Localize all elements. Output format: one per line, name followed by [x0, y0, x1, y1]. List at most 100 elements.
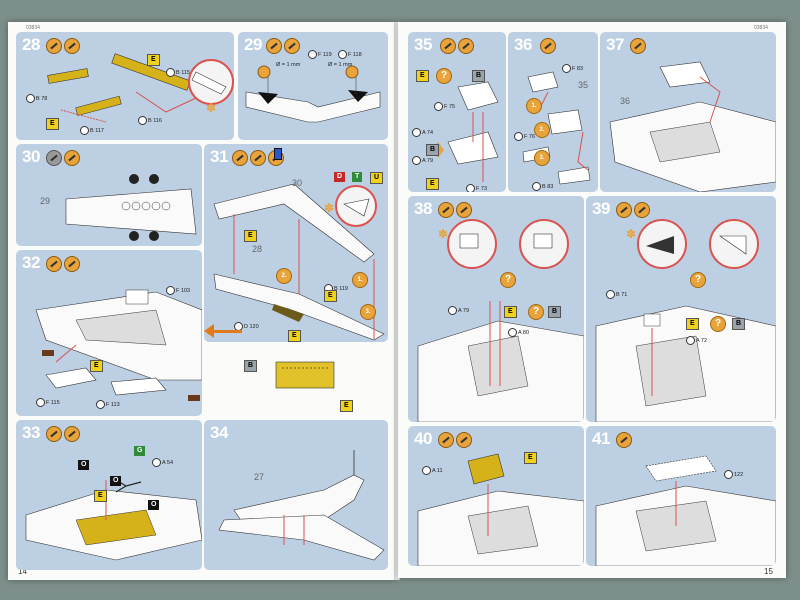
decal-e-tag: E — [244, 230, 257, 242]
tool-icons — [438, 202, 472, 218]
question-icon: ? — [710, 316, 726, 332]
svg-text:✽: ✽ — [438, 227, 448, 241]
right-page: 03834 15 35 E ? B F 75 A 74 B A 79 F 73 … — [398, 22, 786, 578]
part-number: 36 — [620, 96, 631, 106]
part-callout: B 71 — [606, 290, 627, 299]
svg-text:✽: ✽ — [324, 201, 334, 215]
decal-d-tag: D — [334, 172, 346, 182]
tool-icons — [630, 38, 646, 54]
step-29-panel: 29 Ø = 1 mm Ø = 1 mm F 119 F 118 — [238, 32, 388, 140]
decal-e-tag: E — [686, 318, 699, 330]
step-number: 32 — [22, 253, 40, 272]
glue-icon — [438, 202, 454, 218]
step-35-drawing — [432, 81, 499, 182]
part-callout: F 115 — [36, 398, 60, 407]
step-31-panel: 31 ✽ D T U 30 28 E 1. 2. 3. E D 120 B 11… — [204, 144, 388, 342]
step-36-drawing — [522, 71, 591, 185]
glue-icon — [630, 38, 646, 54]
step-28-panel: 28 ✽ E B 115 B 78 E B 116 B 117 — [16, 32, 234, 140]
part-callout: F 103 — [166, 286, 190, 295]
paint-icon — [46, 150, 62, 166]
decal-b-tag: B — [548, 306, 562, 318]
knife-icon — [458, 38, 474, 54]
decal-u-tag: U — [370, 172, 384, 184]
glue-icon — [46, 38, 62, 54]
decal-e-tag: E — [147, 54, 160, 66]
part-callout: F 119 — [308, 50, 332, 59]
part-callout: A 74 — [412, 128, 433, 137]
glue-icon — [616, 202, 632, 218]
step-30-drawing — [65, 174, 197, 241]
step-34-drawing — [218, 450, 385, 561]
part-callout: F 76 — [514, 132, 535, 141]
step-33-drawing — [25, 479, 202, 561]
decal-b-tag: B — [244, 360, 258, 372]
knife-icon — [456, 202, 472, 218]
glue-icon — [64, 150, 80, 166]
part-number: 28 — [252, 244, 263, 254]
step-number: 33 — [22, 423, 40, 442]
knife-icon — [250, 150, 266, 166]
step-order-2: 2. — [534, 122, 550, 138]
decal-t-tag: T — [352, 172, 363, 182]
glue-icon — [266, 38, 282, 54]
step-number: 37 — [606, 35, 624, 54]
decal-e-tag: E — [340, 400, 353, 412]
tool-icons — [616, 432, 632, 448]
page-number: 15 — [764, 567, 773, 576]
part-callout: B 115 — [166, 68, 190, 77]
svg-text:✽: ✽ — [626, 227, 636, 241]
step-order-3: 3. — [360, 304, 376, 320]
question-icon: ? — [436, 68, 452, 84]
part-callout: A 80 — [508, 328, 529, 337]
step-39-panel: 39 ✽ ? B 71 E ? B A 72 — [586, 196, 776, 422]
drill-icon — [284, 38, 300, 54]
part-callout: A 72 — [686, 336, 707, 345]
tool-icons — [46, 426, 80, 442]
glue-icon — [616, 432, 632, 448]
part-callout: D 120 — [234, 322, 259, 331]
decal-o-tag: O — [148, 500, 160, 510]
decal-e-tag: E — [504, 306, 517, 318]
decal-g-tag: G — [134, 446, 146, 456]
page-number: 14 — [18, 567, 27, 576]
step-number: 28 — [22, 35, 40, 54]
question-icon: ? — [690, 272, 706, 288]
drill-size: Ø = 1 mm — [276, 62, 301, 68]
part-callout: B 83 — [532, 182, 553, 191]
part-callout: F 73 — [466, 184, 487, 192]
knife-icon — [64, 426, 80, 442]
part-callout: F 83 — [562, 64, 583, 73]
decal-e-tag: E — [426, 178, 439, 190]
book-gutter — [394, 22, 400, 580]
decal-e-tag: E — [324, 290, 337, 302]
glue-icon — [46, 256, 62, 272]
decal-e-tag: E — [416, 70, 429, 82]
decal-o-tag: O — [110, 476, 122, 486]
step-number: 39 — [592, 199, 610, 218]
decal-e-tag: E — [90, 360, 103, 372]
tool-icons — [266, 38, 300, 54]
step-number: 38 — [414, 199, 432, 218]
part-number: 35 — [578, 80, 589, 90]
part-callout: B 119 — [324, 284, 348, 293]
tool-icons — [46, 256, 80, 272]
step-number: 34 — [210, 423, 228, 442]
step-32-drawing — [35, 289, 202, 401]
step-number: 29 — [244, 35, 262, 54]
step-38-drawing: ✽ — [417, 219, 584, 422]
step-32-panel: 32 F 103 E F 115 F 113 — [16, 250, 202, 416]
step-35-panel: 35 E ? B F 75 A 74 B A 79 F 73 E — [408, 32, 506, 192]
part-callout: B 116 — [138, 116, 162, 125]
decal-e-tag: E — [524, 452, 537, 464]
drill-size: Ø = 1 mm — [328, 62, 353, 68]
tool-icons — [46, 38, 80, 54]
step-37-panel: 37 36 — [600, 32, 776, 192]
part-callout: F 113 — [96, 400, 120, 409]
part-callout: A 11 — [422, 466, 443, 475]
tool-icons — [46, 150, 80, 166]
page-ref-code: 03834 — [26, 25, 40, 31]
decal-e-tag: E — [288, 330, 301, 342]
step-order-1: 1. — [352, 272, 368, 288]
step-order-2: 2. — [276, 268, 292, 284]
